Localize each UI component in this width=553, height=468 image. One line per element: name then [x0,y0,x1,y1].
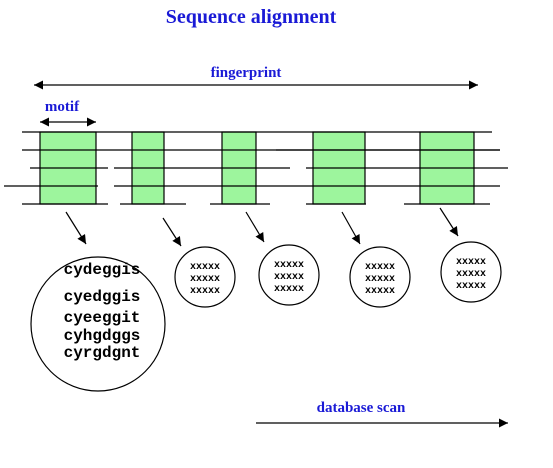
placeholder-sequence: xxxxx [190,274,220,285]
placeholder-sequence: xxxxx [365,274,395,285]
motif-arrow [439,207,459,237]
placeholder-circle-outline [349,246,411,308]
motif-arrow [341,211,361,245]
motif-sequence: cyrgdgnt [64,344,141,362]
motif-arrow [65,211,87,245]
motif-to-circle-arrows [65,207,459,247]
placeholder-circle-outline [258,244,320,306]
placeholder-circle-4: xxxxx xxxxx xxxxx [440,241,502,303]
placeholder-circle-3: xxxxx xxxxx xxxxx [349,246,411,308]
placeholder-sequence: xxxxx [274,260,304,271]
sequence-lines [4,131,508,205]
motif-sequence: cyedggis [64,288,141,306]
placeholder-sequence: xxxxx [456,269,486,280]
motif-arrow [162,217,182,247]
database-scan-label: database scan [317,400,406,416]
placeholder-sequence: xxxxx [190,286,220,297]
placeholder-sequence: xxxxx [365,262,395,273]
placeholder-circle-outline [440,241,502,303]
motif-sequence-circle: cydeggis cyedggis cyeeggit cyhgdggs cyrg… [30,256,166,392]
placeholder-sequence: xxxxx [365,286,395,297]
motif-sequence: cyhgdggs [64,327,141,345]
placeholder-sequence: xxxxx [190,262,220,273]
placeholder-sequence: xxxxx [274,284,304,295]
motif-sequence: cyeeggit [64,309,141,327]
placeholder-circle-1: xxxxx xxxxx xxxxx [174,246,236,308]
diagram-title: Sequence alignment [166,6,337,28]
fingerprint-label: fingerprint [211,65,282,81]
placeholder-sequence: xxxxx [456,281,486,292]
motif-circle-outline [30,256,166,392]
motif-sequence: cydeggis [64,261,141,279]
placeholder-circle-outline [174,246,236,308]
placeholder-circle-2: xxxxx xxxxx xxxxx [258,244,320,306]
placeholder-sequence: xxxxx [456,257,486,268]
placeholder-sequence: xxxxx [274,272,304,283]
motif-arrow [245,211,265,243]
motif-label: motif [45,99,80,115]
